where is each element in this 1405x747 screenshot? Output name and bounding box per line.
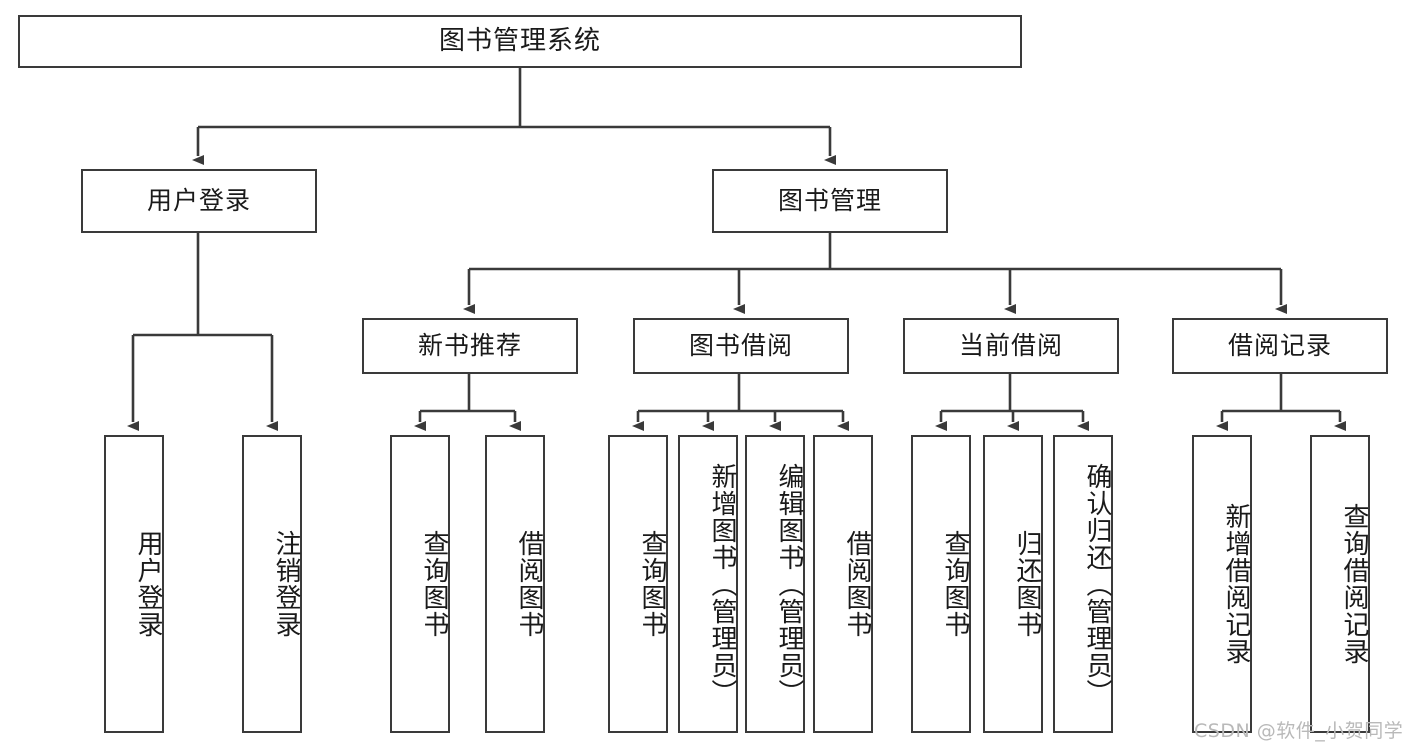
node-leaf-query-book-1[interactable]: 查询图书 (390, 435, 450, 733)
node-book-borrow-label: 图书借阅 (688, 331, 793, 361)
node-new-book-rec[interactable]: 新书推荐 (362, 318, 578, 374)
node-leaf-add-book-label: 新增图书（管理员） (707, 462, 737, 706)
node-book-manage[interactable]: 图书管理 (712, 169, 948, 233)
node-leaf-edit-book-label: 编辑图书（管理员） (774, 462, 804, 706)
node-leaf-borrow-book-2-label: 借阅图书 (842, 530, 872, 638)
node-leaf-user-login[interactable]: 用户登录 (104, 435, 164, 733)
node-leaf-return-book[interactable]: 归还图书 (983, 435, 1043, 733)
node-leaf-add-book[interactable]: 新增图书（管理员） (678, 435, 738, 733)
node-leaf-user-logout-label: 注销登录 (271, 530, 301, 638)
node-leaf-add-record-label: 新增借阅记录 (1221, 503, 1251, 665)
node-leaf-confirm-return[interactable]: 确认归还（管理员） (1053, 435, 1113, 733)
node-leaf-query-record-label: 查询借阅记录 (1339, 503, 1369, 665)
node-leaf-borrow-book-1-label: 借阅图书 (514, 530, 544, 638)
node-leaf-query-book-1-label: 查询图书 (419, 530, 449, 638)
node-leaf-query-book-2[interactable]: 查询图书 (608, 435, 668, 733)
watermark: CSDN @软件_小贺同学 (1194, 720, 1404, 742)
node-leaf-confirm-return-label: 确认归还（管理员） (1082, 462, 1112, 706)
node-leaf-borrow-book-1[interactable]: 借阅图书 (485, 435, 545, 733)
node-borrow-record[interactable]: 借阅记录 (1172, 318, 1388, 374)
node-leaf-query-record[interactable]: 查询借阅记录 (1310, 435, 1370, 733)
node-leaf-user-logout[interactable]: 注销登录 (242, 435, 302, 733)
node-leaf-edit-book[interactable]: 编辑图书（管理员） (745, 435, 805, 733)
node-current-borrow-label: 当前借阅 (958, 331, 1063, 361)
node-leaf-borrow-book-2[interactable]: 借阅图书 (813, 435, 873, 733)
node-new-book-rec-label: 新书推荐 (417, 331, 522, 361)
node-book-manage-label: 图书管理 (777, 186, 882, 216)
node-current-borrow[interactable]: 当前借阅 (903, 318, 1119, 374)
node-user-login[interactable]: 用户登录 (81, 169, 317, 233)
node-book-borrow[interactable]: 图书借阅 (633, 318, 849, 374)
node-leaf-query-book-2-label: 查询图书 (637, 530, 667, 638)
node-leaf-query-book-3-label: 查询图书 (940, 530, 970, 638)
node-leaf-user-login-label: 用户登录 (133, 530, 163, 638)
node-leaf-add-record[interactable]: 新增借阅记录 (1192, 435, 1252, 733)
node-root[interactable]: 图书管理系统 (18, 15, 1022, 68)
node-leaf-return-book-label: 归还图书 (1012, 530, 1042, 638)
node-borrow-record-label: 借阅记录 (1227, 331, 1332, 361)
node-user-login-label: 用户登录 (146, 186, 251, 216)
node-leaf-query-book-3[interactable]: 查询图书 (911, 435, 971, 733)
node-root-label: 图书管理系统 (438, 26, 601, 57)
